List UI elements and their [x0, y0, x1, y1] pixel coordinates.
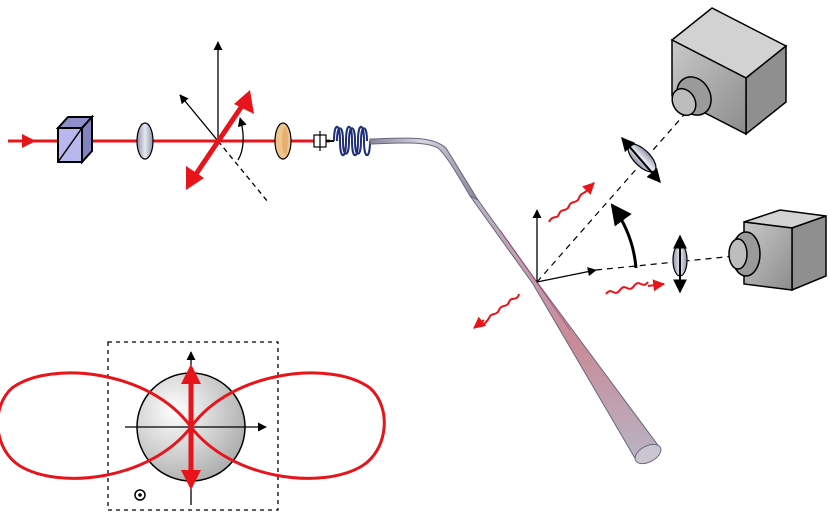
camera-icon — [670, 7, 788, 136]
wave-left-icon — [482, 293, 520, 327]
dot-in-circle-icon — [134, 489, 146, 501]
right-arrow-icon — [22, 134, 36, 148]
coil-icon — [333, 125, 371, 157]
curved-arrow-icon — [610, 203, 638, 269]
lens-icon — [136, 122, 154, 160]
optical-fiber — [369, 137, 480, 202]
polarization-double-arrow — [186, 90, 254, 190]
scattered-light-waves — [473, 182, 666, 329]
polarizer-cube-icon — [55, 114, 95, 165]
angle-arc-icon — [237, 117, 247, 161]
wave-up-icon — [548, 189, 588, 223]
wave-right-icon — [605, 281, 649, 295]
radiation-pattern-inset — [0, 341, 386, 511]
camera-icon — [728, 209, 827, 292]
upper-analyzer — [621, 136, 661, 184]
polarization-axes — [179, 41, 269, 203]
fiber-coupler-icon — [313, 131, 334, 151]
tapered-fiber-icon — [469, 195, 662, 465]
lower-analyzer — [672, 234, 688, 294]
scatter-axes — [532, 107, 746, 283]
